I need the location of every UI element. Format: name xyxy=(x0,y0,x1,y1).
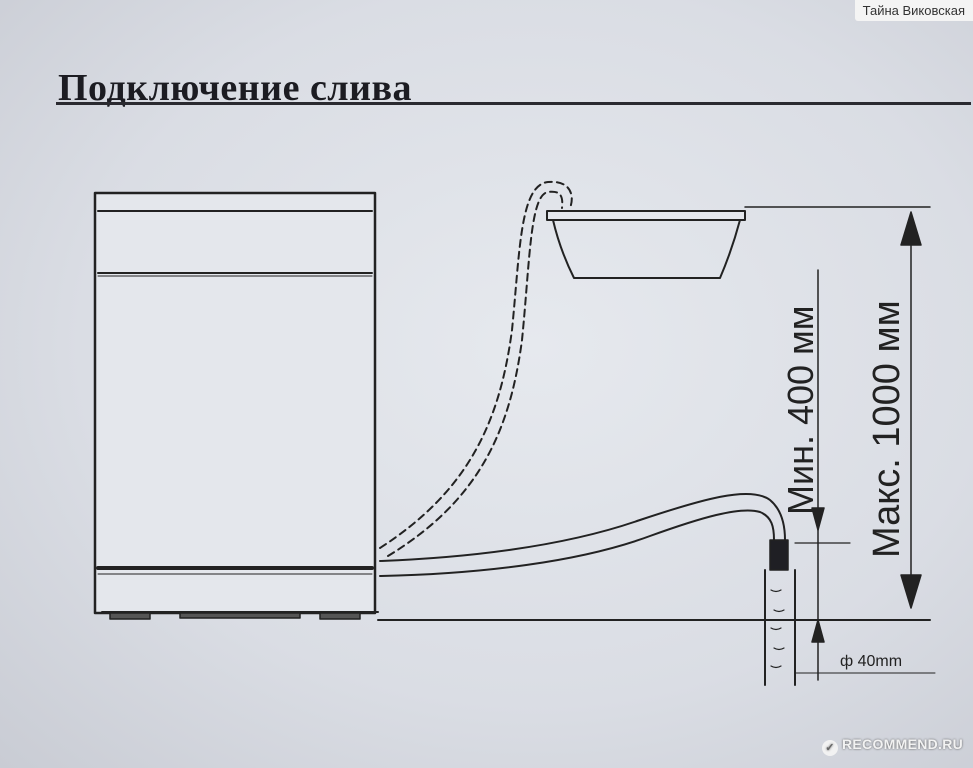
author-watermark: Тайна Виковская xyxy=(854,0,973,21)
site-watermark-text: RECOMMEND.RU xyxy=(842,736,964,752)
min-height-label: Мин. 400 мм xyxy=(780,305,821,515)
pipe-diameter-label: ф 40mm xyxy=(840,653,903,670)
recommend-logo-icon: ✓ xyxy=(822,740,838,756)
site-watermark: ✓RECOMMEND.RU xyxy=(822,736,963,756)
drain-hose-to-pipe xyxy=(379,492,786,577)
drain-hose-to-sink xyxy=(379,180,573,557)
max-height-label: Макс. 1000 мм xyxy=(866,300,908,558)
dishwasher-illustration xyxy=(93,191,379,620)
title-underline xyxy=(56,102,971,105)
sink-illustration xyxy=(546,206,931,279)
max-height-dimension xyxy=(900,211,922,609)
min-height-dimension xyxy=(794,269,851,681)
